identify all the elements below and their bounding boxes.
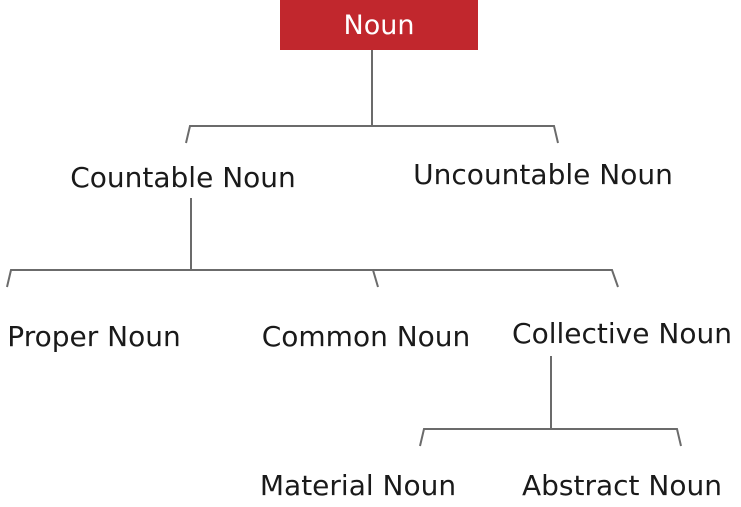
node-common-noun: Common Noun: [261, 320, 471, 353]
root-node-label: Noun: [343, 9, 415, 41]
connector-collective-bracket: [419, 428, 682, 447]
connector-level1-bracket: [185, 125, 559, 144]
node-uncountable-noun: Uncountable Noun: [413, 158, 673, 191]
root-node-noun: Noun: [280, 0, 478, 50]
node-collective-noun: Collective Noun: [512, 317, 732, 350]
connector-countable-mid-tick: [372, 269, 379, 288]
node-proper-noun: Proper Noun: [7, 320, 181, 353]
node-abstract-noun: Abstract Noun: [521, 469, 723, 502]
connector-countable-bracket: [6, 269, 619, 288]
node-countable-noun: Countable Noun: [70, 161, 296, 194]
node-material-noun: Material Noun: [259, 469, 457, 502]
